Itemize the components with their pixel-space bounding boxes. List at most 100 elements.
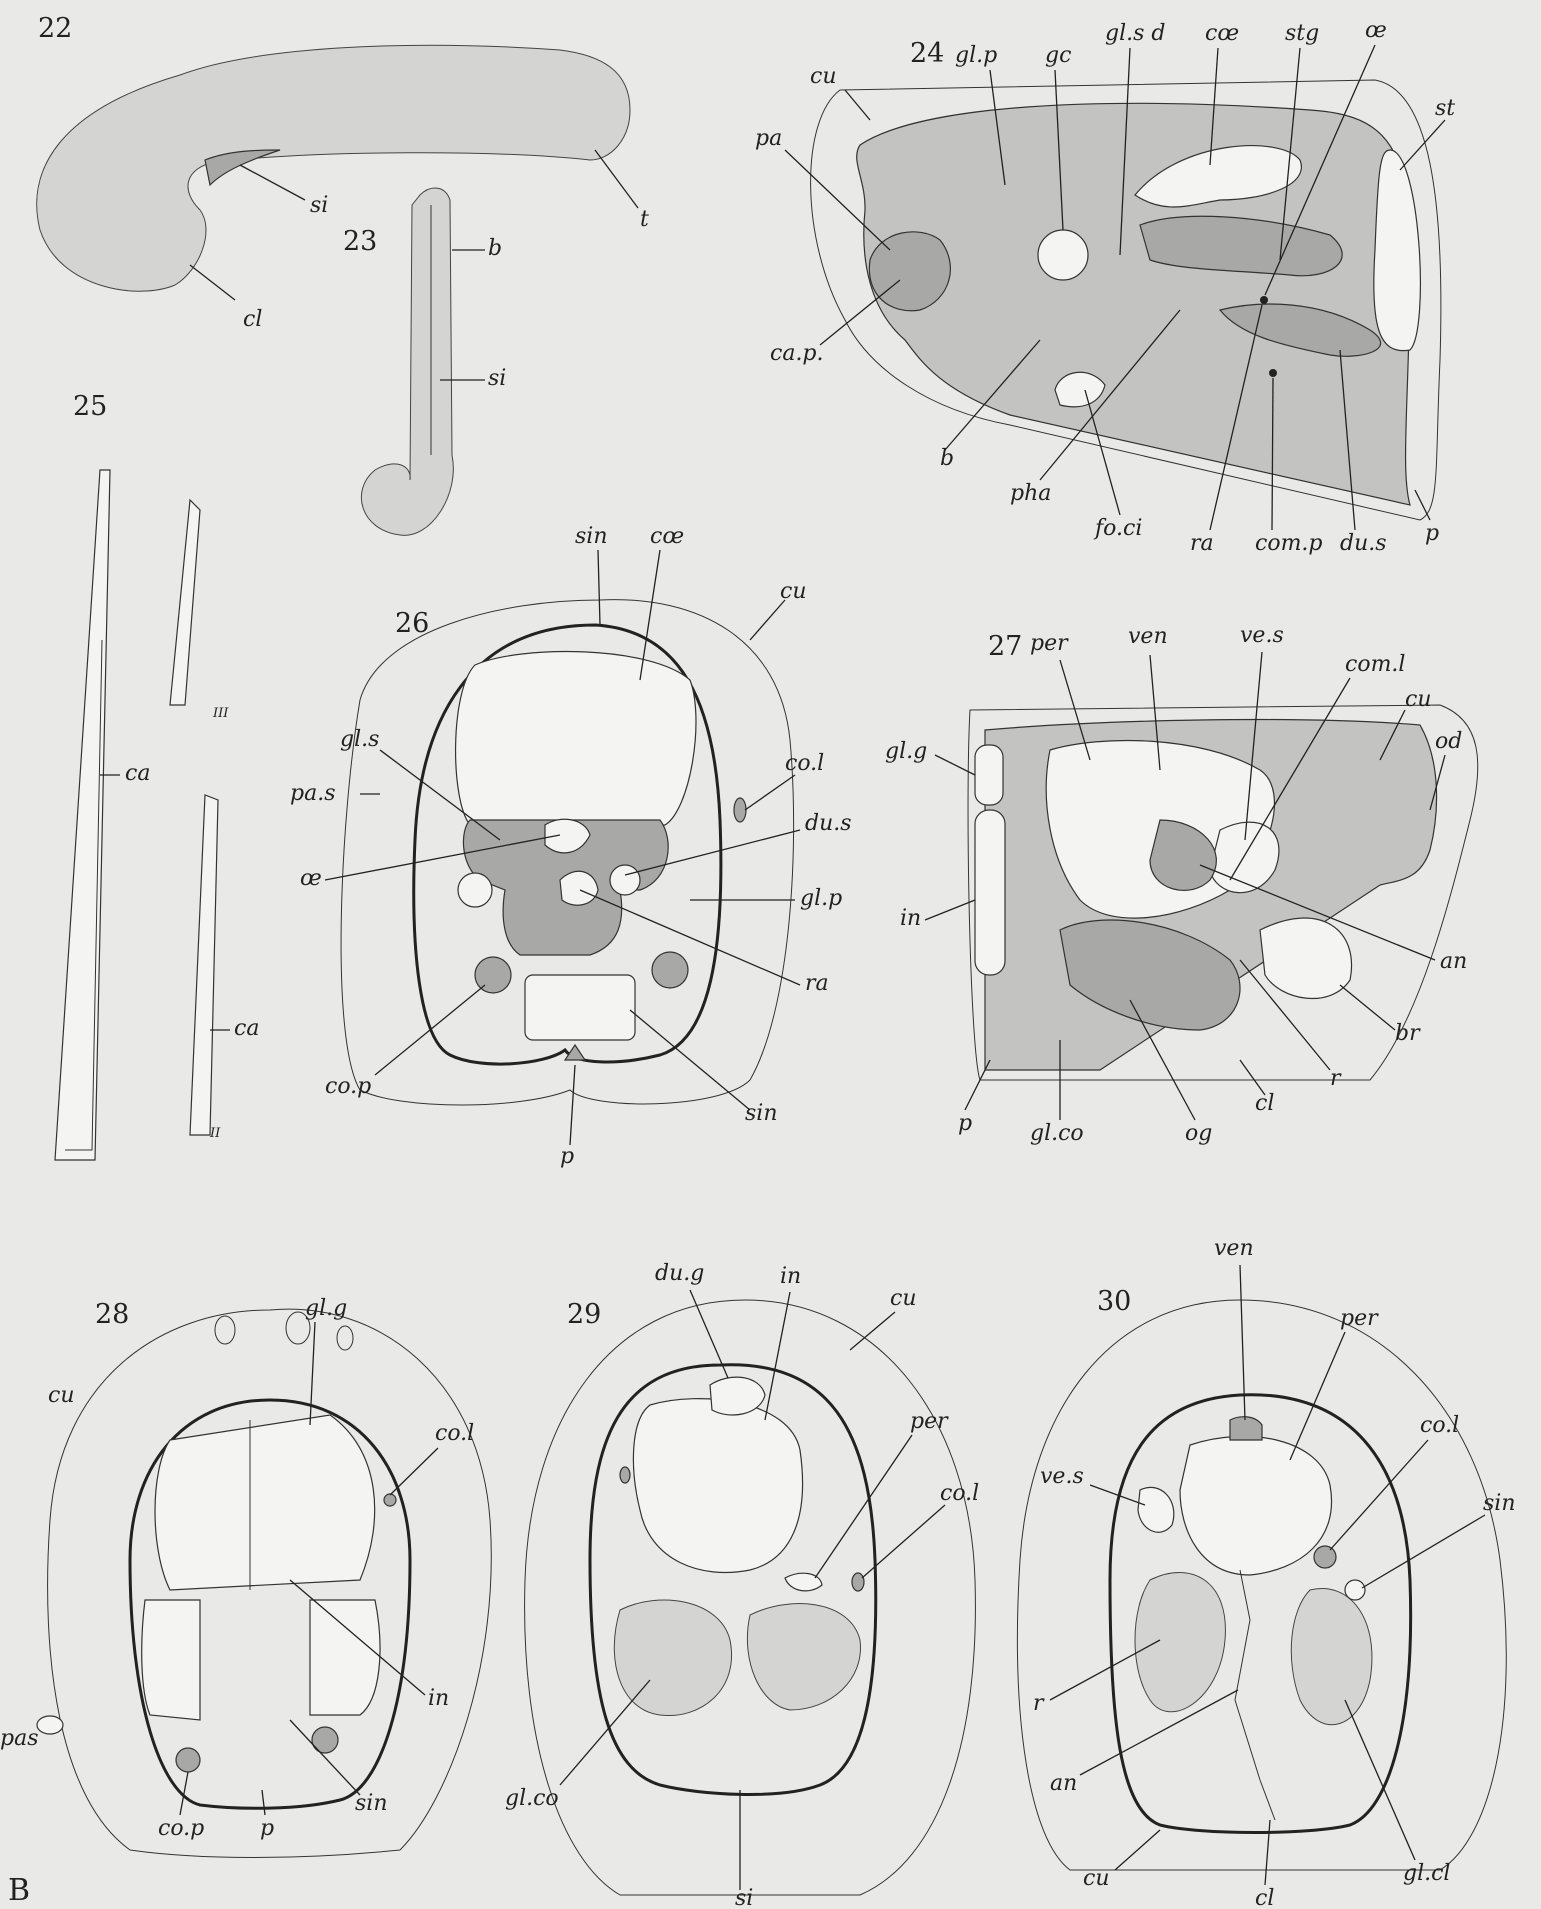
figure-23: 23 b si bbox=[343, 188, 506, 535]
figure-22: 22 si t cl bbox=[37, 13, 649, 332]
fig27-label-br: br bbox=[1395, 1021, 1421, 1046]
fig28-number: 28 bbox=[95, 1299, 129, 1330]
fig30-label-col: co.l bbox=[1420, 1413, 1459, 1438]
fig28-lateral-cord bbox=[384, 1494, 396, 1506]
fig25-label-ca2: ca bbox=[234, 1016, 259, 1041]
fig30-cloacal-gland bbox=[1291, 1588, 1372, 1724]
fig29-label-per: per bbox=[910, 1409, 949, 1434]
fig27-label-od: od bbox=[1435, 729, 1462, 754]
fig28-leader-p bbox=[262, 1790, 265, 1815]
fig26-label-sin2: sin bbox=[745, 1101, 778, 1126]
fig25-spicule-ii bbox=[190, 795, 218, 1135]
fig27-label-glco: gl.co bbox=[1030, 1121, 1084, 1146]
figure-24: 24 gl.p gc gl.s d cœ stg œ st cu pa ca.p… bbox=[755, 18, 1455, 556]
fig25-number: 25 bbox=[73, 391, 107, 422]
fig26-label-glp: gl.p bbox=[800, 886, 842, 911]
fig28-label-cop: co.p bbox=[158, 1816, 204, 1841]
fig29-number: 29 bbox=[567, 1299, 601, 1330]
fig29-label-glco: gl.co bbox=[505, 1786, 559, 1811]
fig28-leader-col bbox=[390, 1448, 438, 1495]
fig30-leader-glcl bbox=[1345, 1700, 1415, 1860]
fig27-leader-in bbox=[925, 900, 975, 920]
fig24-leader-p bbox=[1415, 490, 1430, 520]
fig24-leader-st bbox=[1400, 120, 1445, 170]
fig28-label-in: in bbox=[428, 1686, 449, 1711]
fig27-intestine bbox=[975, 810, 1005, 975]
fig24-label-p: p bbox=[1425, 521, 1439, 546]
fig26-label-sin: sin bbox=[575, 524, 608, 549]
fig28-label-p: p bbox=[260, 1816, 274, 1841]
fig22-leader-cl bbox=[190, 265, 235, 300]
fig23-label-si: si bbox=[488, 366, 506, 391]
fig28-intestine-left bbox=[142, 1600, 200, 1720]
fig29-lateral-cord-left bbox=[620, 1467, 630, 1483]
fig24-label-cu: cu bbox=[810, 64, 837, 89]
fig27-gland-genital-upper bbox=[975, 745, 1003, 805]
fig24-label-oe: œ bbox=[1365, 18, 1387, 43]
fig22-number: 22 bbox=[38, 13, 72, 44]
fig29-label-dug: du.g bbox=[655, 1261, 704, 1286]
fig28-spicule-1 bbox=[215, 1316, 235, 1344]
fig27-leader-glg bbox=[935, 755, 975, 775]
fig26-coelom bbox=[456, 651, 696, 825]
fig27-label-r: r bbox=[1330, 1066, 1342, 1091]
fig26-number: 26 bbox=[395, 608, 429, 639]
fig26-label-p: p bbox=[560, 1144, 574, 1169]
fig22-body bbox=[37, 45, 630, 291]
fig30-pericardium bbox=[1180, 1436, 1332, 1575]
plate-signature: B bbox=[8, 1873, 30, 1908]
fig24-label-comp: com.p bbox=[1255, 531, 1323, 556]
fig27-label-per: per bbox=[1030, 631, 1069, 656]
fig29-label-cu: cu bbox=[890, 1286, 917, 1311]
fig22-leader-si bbox=[240, 165, 305, 200]
fig30-leader-cl bbox=[1265, 1820, 1270, 1885]
fig28-label-col: co.l bbox=[435, 1421, 474, 1446]
fig24-label-pa: pa bbox=[755, 126, 782, 151]
fig30-label-ven: ven bbox=[1214, 1236, 1254, 1261]
fig30-label-ves: ve.s bbox=[1040, 1464, 1084, 1489]
fig28-pas-vesicle bbox=[37, 1716, 63, 1734]
fig28-spicule-3 bbox=[337, 1326, 353, 1350]
fig24-commissure-dot-2 bbox=[1269, 369, 1277, 377]
fig30-leader-cu bbox=[1115, 1830, 1160, 1870]
fig27-label-an: an bbox=[1440, 949, 1467, 974]
figure-30: 30 ven per co.l ve.s sin r an cu cl gl.c… bbox=[1017, 1236, 1515, 1909]
fig24-label-glsd: gl.s d bbox=[1105, 21, 1165, 46]
fig23-label-b: b bbox=[488, 236, 502, 261]
fig24-label-st: st bbox=[1435, 96, 1455, 121]
fig26-gland-left bbox=[458, 873, 492, 907]
fig30-seminal-vesicle bbox=[1138, 1487, 1174, 1532]
fig28-pedal-commissure bbox=[176, 1748, 200, 1772]
figure-27: 27 per ven ve.s com.l cu od gl.g in an b… bbox=[885, 623, 1478, 1146]
figure-26: 26 sin cœ cu gl.s co.l pa.s du.s œ gl.p … bbox=[290, 524, 852, 1169]
fig27-label-in: in bbox=[900, 906, 921, 931]
fig24-label-coe: cœ bbox=[1205, 21, 1239, 46]
fig24-ganglion-cerebral bbox=[1038, 230, 1088, 280]
fig26-leader-sin2 bbox=[630, 1010, 750, 1110]
fig30-kidney-left bbox=[1135, 1573, 1225, 1712]
fig27-label-coml: com.l bbox=[1345, 652, 1405, 677]
fig29-leader-glco bbox=[560, 1680, 650, 1785]
fig24-label-b: b bbox=[940, 446, 954, 471]
fig28-coelom bbox=[155, 1415, 375, 1590]
fig30-number: 30 bbox=[1097, 1286, 1131, 1317]
fig30-label-sin: sin bbox=[1483, 1491, 1516, 1516]
fig30-label-glcl: gl.cl bbox=[1403, 1861, 1450, 1886]
fig29-label-col: co.l bbox=[940, 1481, 979, 1506]
fig26-label-pas: pa.s bbox=[290, 781, 335, 806]
fig28-intestine-right bbox=[310, 1600, 380, 1715]
fig26-label-dus: du.s bbox=[805, 811, 852, 836]
fig30-ventricle bbox=[1230, 1417, 1262, 1440]
fig24-label-foci: fo.ci bbox=[1093, 516, 1142, 541]
fig30-label-an: an bbox=[1050, 1771, 1077, 1796]
fig27-label-cu: cu bbox=[1405, 687, 1432, 712]
fig23-number: 23 bbox=[343, 226, 377, 257]
fig26-lateral-cord bbox=[734, 798, 746, 822]
fig25-label-ii: II bbox=[209, 1126, 221, 1141]
fig24-label-gc: gc bbox=[1045, 43, 1071, 68]
fig27-leader-br bbox=[1340, 985, 1395, 1030]
fig22-label-cl: cl bbox=[243, 307, 262, 332]
fig30-sinus bbox=[1345, 1580, 1365, 1600]
fig29-leader-in bbox=[765, 1292, 790, 1420]
